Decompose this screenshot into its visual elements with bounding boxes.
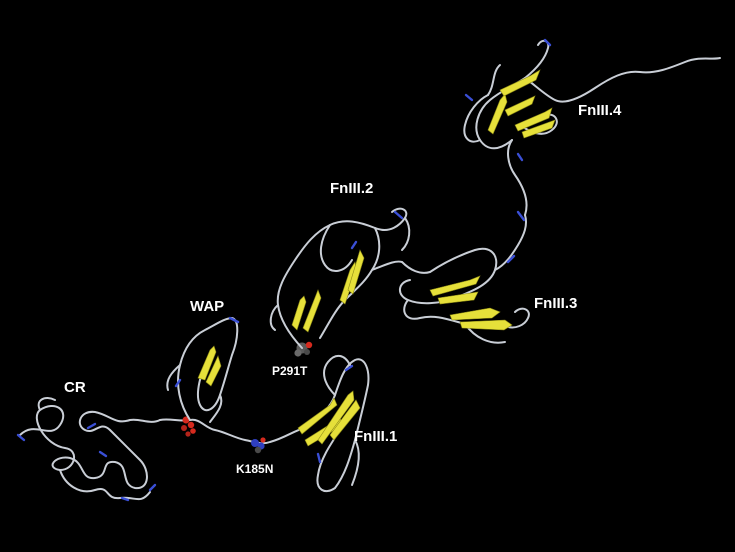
linker-cr-wap (159, 416, 306, 445)
fn4-domain (463, 38, 721, 162)
cr-label: CR (64, 379, 86, 396)
k185n-residue-atoms (251, 437, 266, 454)
fn2-label: FnIII.2 (330, 180, 374, 197)
cr-domain (16, 397, 161, 502)
fn3-label: FnIII.3 (534, 295, 578, 312)
linker-fn2-fn3 (401, 261, 431, 274)
fn3-domain (399, 210, 530, 344)
wap-label: WAP (190, 298, 225, 315)
k185n-label: K185N (236, 462, 274, 476)
fn1-domain (297, 354, 370, 493)
fn2-domain (269, 207, 411, 349)
fn1-label: FnIII.1 (354, 428, 398, 445)
p291t-residue-atoms (294, 341, 313, 357)
linker-fn3-fn4 (507, 139, 528, 216)
fn4-label: FnIII.4 (578, 102, 622, 119)
wap-domain (166, 316, 240, 423)
p291t-label: P291T (272, 364, 308, 378)
